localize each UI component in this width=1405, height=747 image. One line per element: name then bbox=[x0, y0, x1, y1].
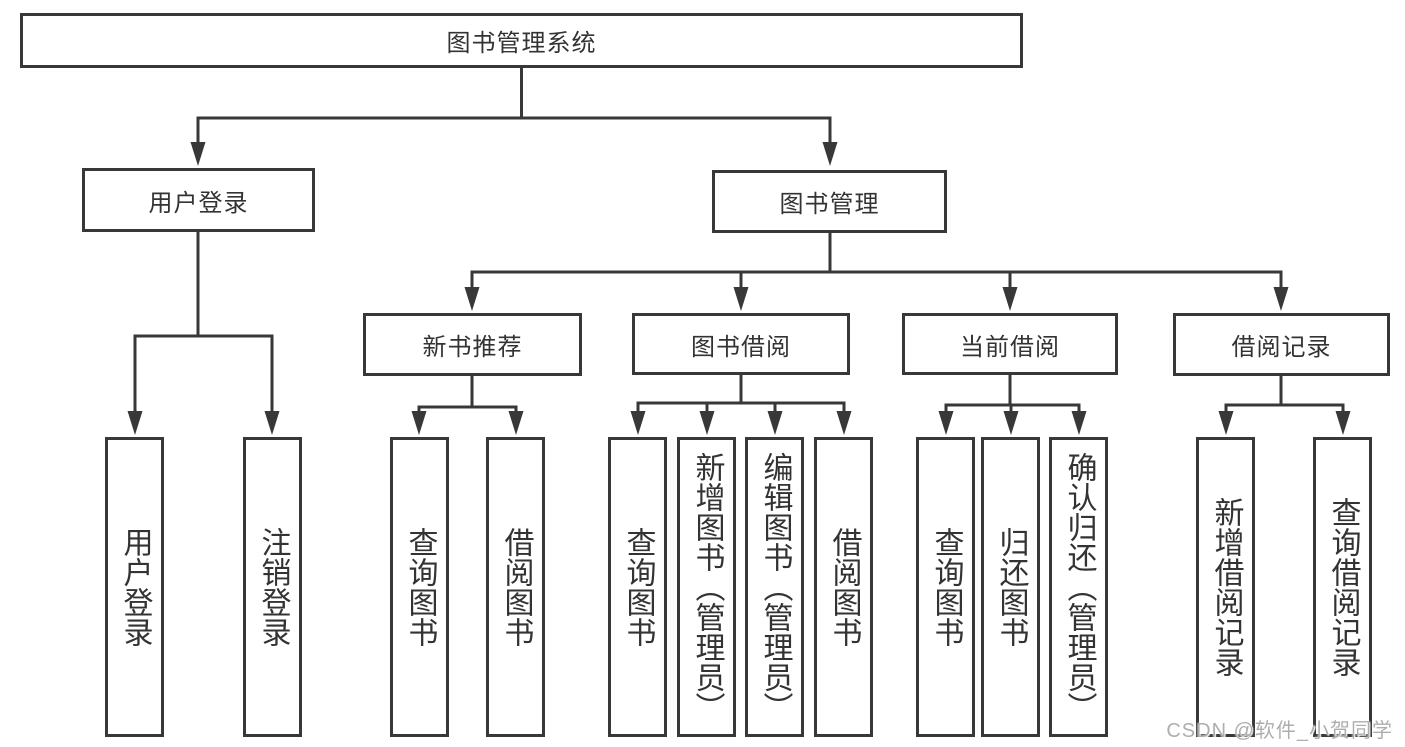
node-borrow-records: 借阅记录 bbox=[1173, 313, 1390, 376]
node-book-borrow-label: 图书借阅 bbox=[691, 333, 791, 361]
leaf-query-borrow-record: 查询借阅记录 bbox=[1313, 437, 1372, 737]
leaf-add-borrow-record: 新增借阅记录 bbox=[1196, 437, 1255, 737]
node-book-management: 图书管理 bbox=[712, 170, 947, 233]
leaf-return-book-label: 归还图书 bbox=[994, 527, 1028, 647]
node-current-borrow: 当前借阅 bbox=[902, 313, 1118, 375]
node-current-borrow-label: 当前借阅 bbox=[960, 333, 1060, 361]
leaf-add-book-admin-label: 新增图书（管理员） bbox=[690, 452, 724, 722]
leaf-borrow-books: 借阅图书 bbox=[814, 437, 873, 737]
node-root-label: 图书管理系统 bbox=[446, 30, 597, 57]
connector-book-borrow bbox=[630, 374, 852, 435]
leaf-user-login: 用户登录 bbox=[105, 437, 164, 737]
node-user-login-label: 用户登录 bbox=[148, 189, 249, 217]
leaf-confirm-return-admin: 确认归还（管理员） bbox=[1049, 437, 1108, 737]
leaf-add-borrow-record-label: 新增借阅记录 bbox=[1209, 497, 1243, 677]
connector-book-management bbox=[464, 231, 1289, 311]
leaf-query-borrow-record-label: 查询借阅记录 bbox=[1326, 497, 1360, 677]
leaf-edit-book-admin: 编辑图书（管理员） bbox=[745, 437, 804, 737]
leaf-edit-book-admin-label: 编辑图书（管理员） bbox=[758, 452, 792, 722]
node-user-login: 用户登录 bbox=[82, 168, 315, 232]
leaf-add-book-admin: 新增图书（管理员） bbox=[677, 437, 736, 737]
leaf-logout-label: 注销登录 bbox=[256, 527, 290, 647]
leaf-query-books-recommend: 查询图书 bbox=[390, 437, 449, 737]
leaf-query-books-current-label: 查询图书 bbox=[929, 527, 963, 647]
watermark: CSDN @软件_小贺同学 bbox=[1166, 720, 1393, 742]
leaf-borrow-books-recommend: 借阅图书 bbox=[486, 437, 545, 737]
node-root: 图书管理系统 bbox=[20, 13, 1023, 68]
leaf-confirm-return-admin-label: 确认归还（管理员） bbox=[1062, 452, 1096, 722]
node-book-management-label: 图书管理 bbox=[779, 191, 880, 218]
connector-current-borrow bbox=[938, 374, 1087, 435]
node-borrow-records-label: 借阅记录 bbox=[1231, 334, 1332, 361]
leaf-logout: 注销登录 bbox=[243, 437, 302, 737]
node-book-borrow: 图书借阅 bbox=[632, 313, 850, 375]
leaf-return-book: 归还图书 bbox=[981, 437, 1040, 737]
leaf-borrow-books-label: 借阅图书 bbox=[827, 527, 861, 647]
leaf-query-books-borrow: 查询图书 bbox=[608, 437, 667, 737]
leaf-query-books-current: 查询图书 bbox=[916, 437, 975, 737]
node-new-book-recommend: 新书推荐 bbox=[363, 313, 582, 376]
leaf-query-books-recommend-label: 查询图书 bbox=[403, 527, 437, 647]
connector-root bbox=[190, 66, 838, 166]
leaf-borrow-books-recommend-label: 借阅图书 bbox=[499, 527, 533, 647]
connector-user-login bbox=[127, 230, 280, 435]
leaf-user-login-label: 用户登录 bbox=[118, 527, 152, 647]
connector-borrow-records bbox=[1218, 374, 1351, 435]
connector-new-book-recommend bbox=[411, 374, 524, 435]
node-new-book-recommend-label: 新书推荐 bbox=[422, 334, 523, 361]
leaf-query-books-borrow-label: 查询图书 bbox=[621, 527, 655, 647]
